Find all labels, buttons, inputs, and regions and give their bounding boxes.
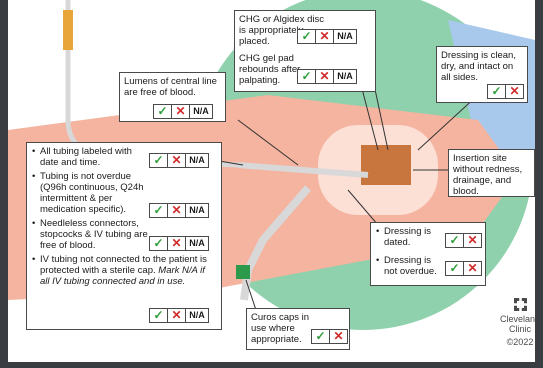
- check-yes-icon: ✓: [150, 154, 168, 167]
- dressing-notoverdue-checks: ✓ ✕: [445, 261, 482, 276]
- dressing-dated-text: Dressing is dated.: [384, 226, 442, 248]
- tubing-labeled-checks: ✓ ✕ N/A: [149, 153, 209, 168]
- dressing-clean-box: Dressing is clean, dry, and intact on al…: [436, 46, 528, 103]
- chg-disc: [361, 145, 411, 185]
- check-na-label: N/A: [334, 30, 356, 43]
- dressing-clean-checks: ✓ ✕: [487, 84, 524, 99]
- check-no-icon: ✕: [168, 204, 186, 217]
- tubing-connectors-checks: ✓ ✕ N/A: [149, 236, 209, 251]
- curos-cap: [236, 265, 250, 279]
- check-yes-icon: ✓: [446, 262, 464, 275]
- check-yes-icon: ✓: [446, 234, 464, 247]
- logo-mark-icon: [514, 298, 527, 311]
- tubing-overdue-checks: ✓ ✕ N/A: [149, 203, 209, 218]
- lumens-checks: ✓ ✕ N/A: [153, 104, 213, 119]
- lumens-box: Lumens of central line are free of blood…: [119, 72, 226, 122]
- check-no-icon: ✕: [506, 85, 523, 98]
- check-yes-icon: ✓: [150, 309, 168, 322]
- insertion-box: Insertion site without redness, drainage…: [448, 149, 535, 197]
- dressing-notoverdue-text: Dressing is not overdue.: [384, 255, 444, 277]
- dressing-dated-box: Dressing is dated. Dressing is not overd…: [370, 222, 486, 286]
- curos-checks: ✓ ✕: [311, 329, 348, 344]
- check-no-icon: ✕: [316, 30, 334, 43]
- tubing-iv-checks: ✓ ✕ N/A: [149, 308, 209, 323]
- check-no-icon: ✕: [464, 262, 481, 275]
- check-na-label: N/A: [186, 204, 208, 217]
- tubing-connectors-text: Needleless connectors, stopcocks & IV tu…: [40, 218, 152, 251]
- tubing-box: All tubing labeled with date and time. T…: [26, 142, 222, 330]
- check-no-icon: ✕: [168, 154, 186, 167]
- check-na-label: N/A: [190, 105, 212, 118]
- check-yes-icon: ✓: [312, 330, 330, 343]
- tubing-labeled-text: All tubing labeled with date and time.: [40, 146, 140, 168]
- curos-text: Curos caps in use where appropriate.: [251, 312, 311, 345]
- chg-disc-checks: ✓ ✕ N/A: [297, 29, 357, 44]
- check-no-icon: ✕: [316, 70, 334, 83]
- cleveland-clinic-logo: Cleveland Clinic ©2022: [496, 298, 535, 347]
- check-no-icon: ✕: [464, 234, 481, 247]
- check-no-icon: ✕: [168, 309, 186, 322]
- lumens-text: Lumens of central line are free of blood…: [124, 76, 221, 98]
- iv-drip: [63, 10, 73, 50]
- check-yes-icon: ✓: [298, 70, 316, 83]
- dressing-clean-text: Dressing is clean, dry, and intact on al…: [441, 50, 523, 83]
- insertion-text: Insertion site without redness, drainage…: [453, 153, 530, 197]
- check-yes-icon: ✓: [488, 85, 506, 98]
- logo-line2: Clinic: [496, 324, 535, 334]
- dressing-dated-checks: ✓ ✕: [445, 233, 482, 248]
- chg-disc-box: CHG or Algidex disc is appropriately pla…: [234, 10, 376, 92]
- check-no-icon: ✕: [172, 105, 190, 118]
- illustration-card: CHG or Algidex disc is appropriately pla…: [8, 0, 535, 362]
- check-na-label: N/A: [186, 309, 208, 322]
- chg-gel-checks: ✓ ✕ N/A: [297, 69, 357, 84]
- curos-box: Curos caps in use where appropriate. ✓ ✕: [246, 308, 350, 350]
- logo-year: ©2022: [496, 337, 535, 347]
- check-yes-icon: ✓: [150, 204, 168, 217]
- check-na-label: N/A: [334, 70, 356, 83]
- check-yes-icon: ✓: [150, 237, 168, 250]
- check-yes-icon: ✓: [298, 30, 316, 43]
- logo-line1: Cleveland: [496, 314, 535, 324]
- check-yes-icon: ✓: [154, 105, 172, 118]
- check-na-label: N/A: [186, 154, 208, 167]
- tubing-overdue-text: Tubing is not overdue (Q96h continuous, …: [40, 171, 152, 215]
- tubing-iv-item: IV tubing not connected to the patient i…: [40, 254, 217, 287]
- check-no-icon: ✕: [168, 237, 186, 250]
- check-na-label: N/A: [186, 237, 208, 250]
- check-no-icon: ✕: [330, 330, 347, 343]
